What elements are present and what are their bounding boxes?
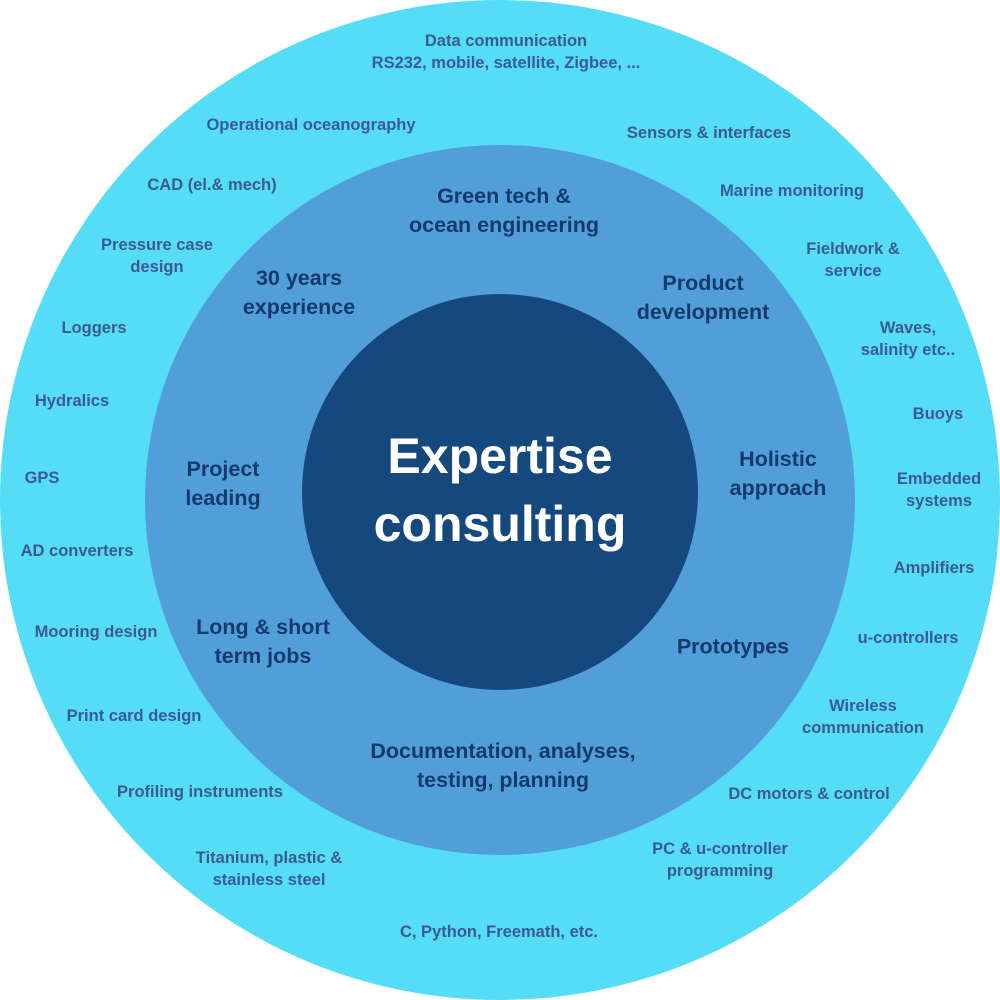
middle-label-line: Prototypes <box>676 634 790 659</box>
outer-label-amplifiers: Amplifiers <box>894 557 975 579</box>
middle-label-project-leading: Project leading <box>185 455 260 513</box>
outer-label-buoys: Buoys <box>913 403 963 425</box>
outer-label-line: Marine monitoring <box>720 182 864 200</box>
outer-label-line: CAD (el.& mech) <box>147 176 277 194</box>
outer-label-line: GPS <box>24 469 60 487</box>
middle-label-green-tech: Green tech & ocean engineering <box>409 182 599 240</box>
outer-label-line: Titanium, plastic & <box>195 849 343 867</box>
outer-label-sensors-interfaces: Sensors & interfaces <box>627 122 791 144</box>
outer-label-cad: CAD (el.& mech) <box>147 174 276 196</box>
middle-label-line: ocean engineering <box>409 213 599 237</box>
middle-label-line: 30 years <box>255 266 343 290</box>
outer-label-titanium-plastic: Titanium, plastic & stainless steel <box>196 847 342 891</box>
middle-label-line: Product <box>662 271 744 295</box>
outer-label-line: Mooring design <box>34 623 158 641</box>
middle-label-line: approach <box>729 476 827 500</box>
outer-label-line: Operational oceanography <box>206 116 416 134</box>
middle-label-line: leading <box>185 486 261 510</box>
outer-label-wireless-communication: Wireless communication <box>802 695 924 739</box>
outer-label-embedded-systems: Embedded systems <box>897 468 981 512</box>
outer-label-line: Wireless <box>829 697 897 715</box>
outer-label-gps: GPS <box>25 467 60 489</box>
center-circle <box>302 294 698 690</box>
outer-label-line: C, Python, Freemath, etc. <box>399 923 599 941</box>
outer-label-line: Loggers <box>61 319 127 337</box>
outer-label-line: design <box>130 258 184 276</box>
outer-label-c-python: C, Python, Freemath, etc. <box>400 921 598 943</box>
outer-label-mooring-design: Mooring design <box>35 621 158 643</box>
outer-label-fieldwork-service: Fieldwork & service <box>806 238 900 282</box>
middle-label-long-short-term: Long & short term jobs <box>196 613 330 671</box>
outer-label-marine-monitoring: Marine monitoring <box>720 180 864 202</box>
outer-label-operational-oceanography: Operational oceanography <box>206 114 415 136</box>
outer-label-dc-motors: DC motors & control <box>728 783 889 805</box>
middle-label-line: Green tech & <box>437 184 571 208</box>
middle-label-thirty-years: 30 years experience <box>243 264 355 322</box>
middle-label-documentation: Documentation, analyses, testing, plannin… <box>370 737 635 795</box>
outer-label-line: RS232, mobile, satellite, Zigbee, ... <box>371 54 641 72</box>
center-title-line: consulting <box>373 496 627 552</box>
outer-label-pc-programming: PC & u-controller programming <box>652 838 788 882</box>
outer-label-line: Buoys <box>912 405 964 423</box>
middle-label-line: development <box>636 300 770 324</box>
outer-label-line: Fieldwork & <box>806 240 900 258</box>
outer-label-line: PC & u-controller <box>652 840 788 858</box>
outer-label-line: Profiling instruments <box>117 783 283 801</box>
outer-label-line: u-controllers <box>857 629 959 647</box>
outer-label-line: Data communication <box>424 32 588 50</box>
outer-label-ad-converters: AD converters <box>21 540 134 562</box>
middle-label-line: experience <box>242 295 356 319</box>
outer-label-line: Pressure case <box>101 236 213 254</box>
outer-label-line: communication <box>802 719 924 737</box>
outer-label-line: Embedded <box>896 470 982 488</box>
outer-label-line: Sensors & interfaces <box>626 124 792 142</box>
outer-label-line: systems <box>905 492 973 510</box>
outer-label-pressure-case-design: Pressure case design <box>101 234 213 278</box>
middle-label-line: Documentation, analyses, <box>370 739 636 763</box>
outer-label-line: programming <box>666 862 774 880</box>
outer-label-line: Hydralics <box>34 392 110 410</box>
outer-label-line: AD converters <box>20 542 134 560</box>
outer-label-profiling-instruments: Profiling instruments <box>117 781 283 803</box>
center-title: Expertise consulting <box>374 422 627 558</box>
outer-label-line: salinity etc.. <box>860 341 956 359</box>
outer-label-line: Waves, <box>879 319 937 337</box>
middle-label-holistic-approach: Holistic approach <box>730 445 827 503</box>
outer-label-hydralics: Hydralics <box>35 390 109 412</box>
middle-label-product-development: Product development <box>637 269 770 327</box>
middle-label-line: Long & short <box>196 615 330 639</box>
outer-label-loggers: Loggers <box>61 317 126 339</box>
outer-label-line: stainless steel <box>212 871 326 889</box>
center-title-line: Expertise <box>387 428 613 484</box>
middle-label-prototypes: Prototypes <box>677 633 789 662</box>
outer-label-print-card-design: Print card design <box>67 705 202 727</box>
outer-label-line: Print card design <box>66 707 202 725</box>
outer-label-line: Amplifiers <box>893 559 975 577</box>
middle-label-line: Project <box>186 457 260 481</box>
outer-label-line: DC motors & control <box>728 785 890 803</box>
middle-label-line: testing, planning <box>417 768 589 792</box>
outer-label-waves-salinity: Waves, salinity etc.. <box>861 317 955 361</box>
outer-label-u-controllers: u-controllers <box>858 627 959 649</box>
middle-label-line: term jobs <box>214 644 312 668</box>
outer-label-line: service <box>824 262 882 280</box>
middle-label-line: Holistic <box>739 447 817 471</box>
